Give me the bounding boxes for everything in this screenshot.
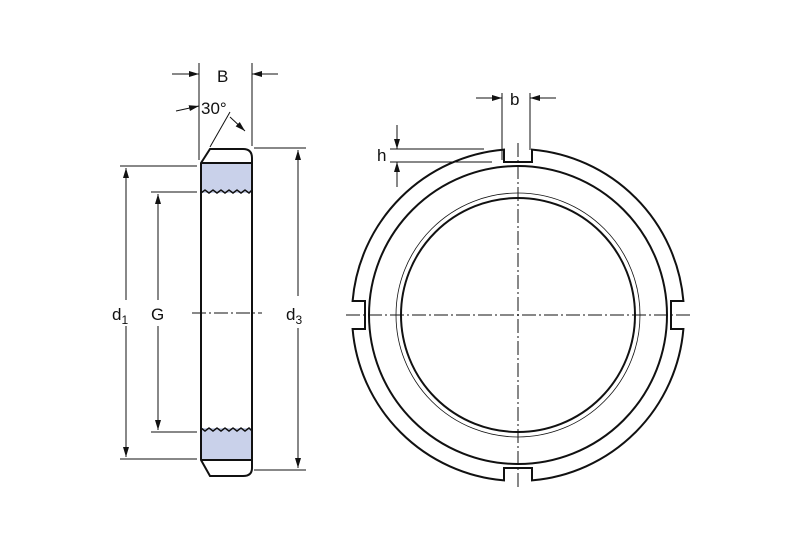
label-angle: 30° [201, 99, 227, 118]
label-B: B [217, 67, 228, 86]
front-view [346, 93, 690, 487]
label-G: G [151, 305, 164, 324]
outer-contour-with-slots [351, 148, 685, 482]
label-b: b [510, 90, 519, 109]
label-h: h [377, 146, 386, 165]
thread-top [200, 189, 253, 194]
nut-outline [200, 148, 253, 477]
thread-section-top [201, 163, 252, 193]
label-d3: d3 [286, 305, 302, 327]
thread-section-bottom [201, 428, 252, 459]
label-d1: d1 [112, 305, 128, 327]
side-view [120, 63, 306, 477]
thread-bottom [200, 427, 253, 432]
